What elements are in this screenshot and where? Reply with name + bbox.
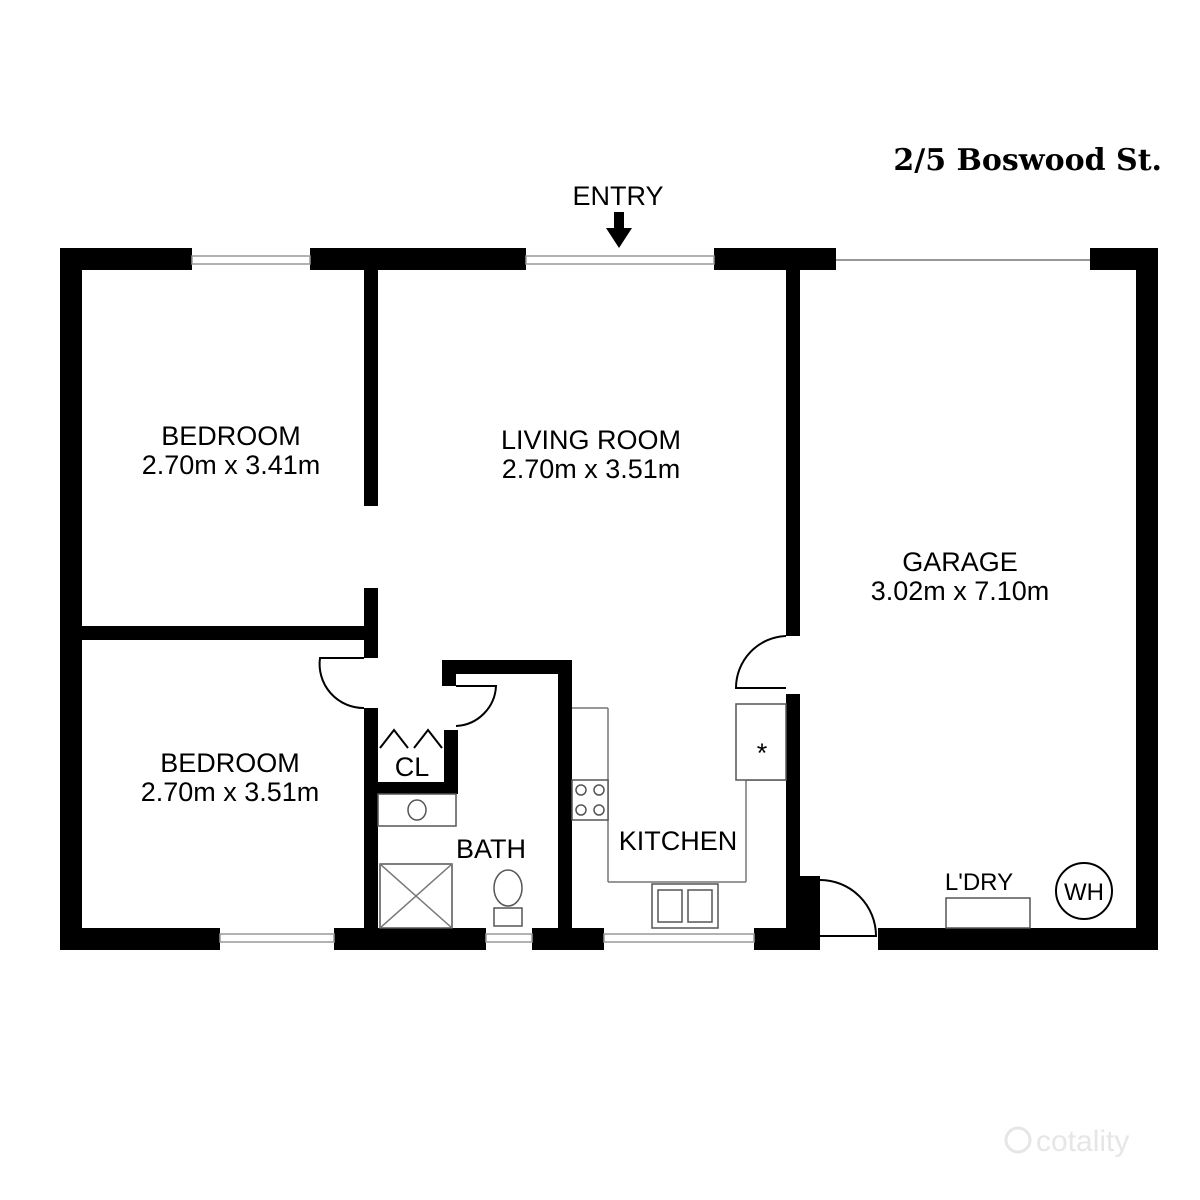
bedroom2-name: BEDROOM [160, 748, 300, 778]
living-room-size: 2.70m x 3.51m [502, 454, 681, 484]
entry-arrow-icon [606, 212, 632, 248]
shower-icon [379, 863, 453, 929]
bedroom1-name: BEDROOM [161, 421, 301, 451]
bath-label: BATH [456, 834, 526, 864]
fridge-symbol: * [757, 738, 768, 768]
laundry-label: L'DRY [945, 869, 1013, 896]
garage-name: GARAGE [902, 547, 1018, 577]
garage-size: 3.02m x 7.10m [871, 576, 1050, 606]
watermark-logo: cotality [1004, 1125, 1129, 1158]
interior-walls [82, 270, 820, 928]
entry-label: ENTRY [572, 181, 663, 211]
toilet-icon [493, 869, 523, 927]
closet-label: CL [395, 752, 430, 782]
living-room-name: LIVING ROOM [501, 425, 681, 455]
bedroom2-size: 2.70m x 3.51m [141, 777, 320, 807]
watermark-logo-icon [1004, 1126, 1032, 1154]
address-title: 2/5 Boswood St. [893, 143, 1162, 178]
doors [318, 635, 878, 937]
vanity-basin-icon [377, 793, 457, 827]
laundry-tub-icon [945, 897, 1031, 929]
kitchen-sink-icon [651, 883, 719, 929]
watermark-text: cotality [1036, 1125, 1129, 1158]
exterior-walls [60, 248, 1158, 950]
fridge-space: * [735, 703, 787, 781]
windows [191, 255, 1090, 943]
cooktop-icon [571, 779, 609, 821]
bedroom1-size: 2.70m x 3.41m [142, 450, 321, 480]
water-heater-label: WH [1064, 879, 1104, 906]
kitchen-label: KITCHEN [619, 826, 738, 856]
water-heater-icon [1055, 862, 1113, 920]
